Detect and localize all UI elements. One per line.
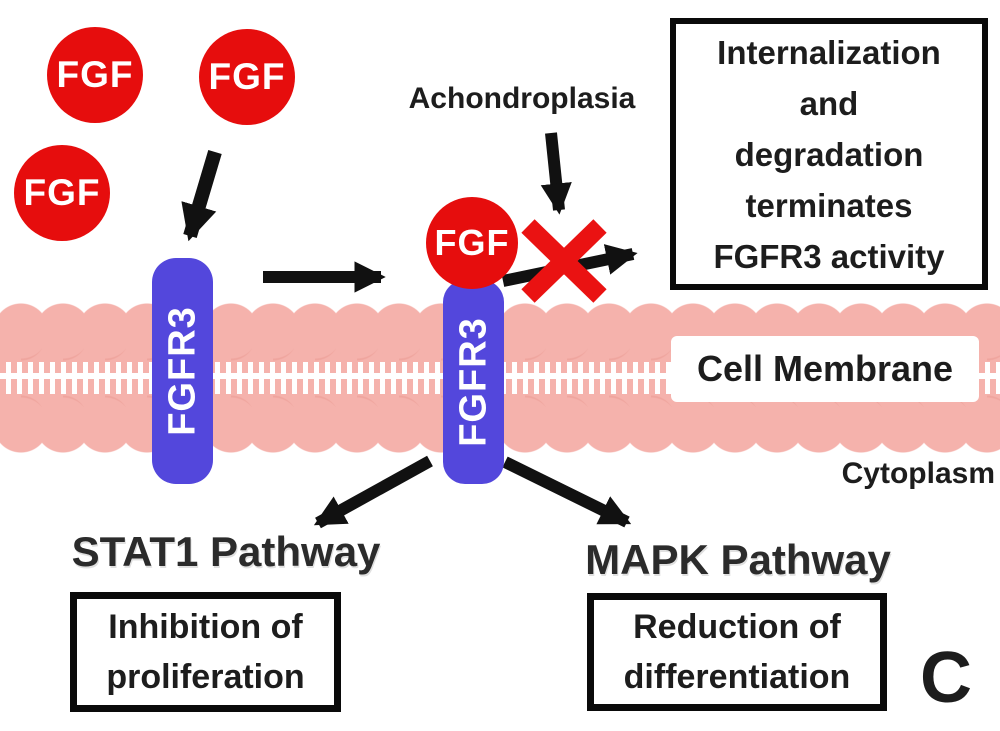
- arrow-mapk-pathway: [502, 456, 632, 528]
- fgfr3-label: FGFR3: [161, 306, 203, 436]
- mapk-pathway-title: MAPK Pathway: [585, 536, 891, 583]
- cell-membrane-label: Cell Membrane: [671, 336, 979, 402]
- fgf-ligand-bound: FGF: [426, 197, 518, 289]
- outcome-line: terminates: [745, 186, 913, 224]
- result-line: Reduction of: [633, 608, 841, 646]
- result-line: differentiation: [623, 658, 851, 696]
- outcome-line: Internalization: [717, 33, 941, 71]
- internalization-outcome-box: Internalization and degradation terminat…: [670, 18, 988, 290]
- panel-label: C: [920, 638, 972, 718]
- fgf-ligand: FGF: [199, 29, 295, 125]
- arrow-stat1-pathway: [313, 455, 433, 529]
- stat1-pathway-title: STAT1 Pathway: [71, 528, 381, 575]
- outcome-line: FGFR3 activity: [713, 237, 945, 275]
- result-line: proliferation: [106, 658, 305, 696]
- outcome-line: degradation: [734, 135, 924, 173]
- arrow-fgf-binding: [181, 150, 222, 242]
- blocked-cross-icon: [521, 219, 607, 303]
- cytoplasm-label: Cytoplasm: [841, 457, 995, 490]
- reduction-result-box: Reduction of differentiation: [587, 593, 887, 711]
- fgfr3-receptor-left: FGFR3: [152, 258, 213, 484]
- result-line: Inhibition of: [108, 608, 303, 646]
- outcome-line: and: [799, 84, 859, 122]
- arrow-achondroplasia-effect: [540, 132, 572, 215]
- inhibition-result-box: Inhibition of proliferation: [70, 592, 341, 712]
- fgf-ligand: FGF: [14, 145, 110, 241]
- achondroplasia-label: Achondroplasia: [408, 82, 636, 115]
- fgf-ligand: FGF: [47, 27, 143, 123]
- fgfr3-label: FGFR3: [452, 317, 494, 447]
- fgfr3-receptor-right: FGFR3: [443, 280, 504, 484]
- arrow-internalization-blocked: [501, 244, 638, 287]
